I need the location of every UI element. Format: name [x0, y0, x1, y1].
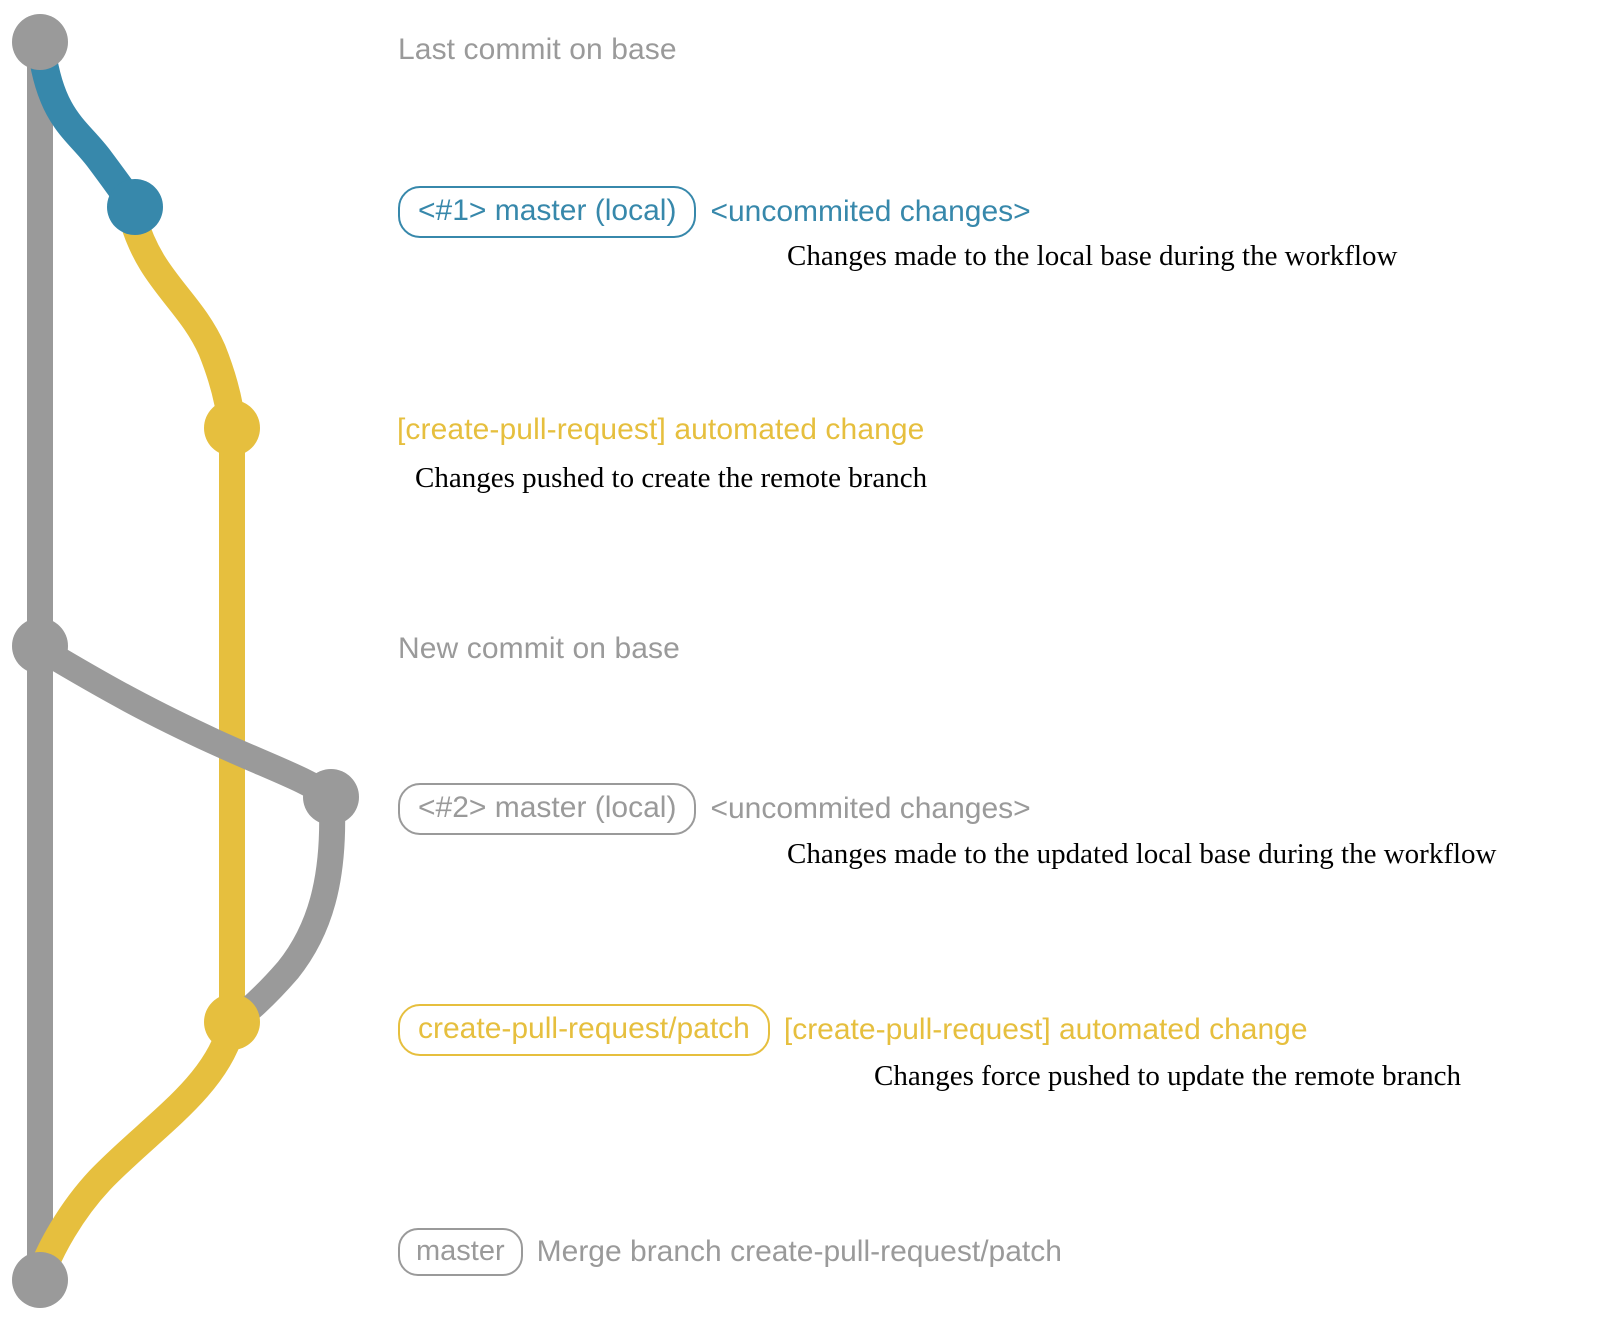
entry-new-commit-on-base: New commit on base — [398, 632, 680, 666]
branch-badge-master-local-1[interactable]: <#1> master (local) — [398, 186, 697, 238]
commit-message-uncommited-changes-1: <uncommited changes> — [710, 194, 1031, 228]
commit-node-automated-change-1[interactable] — [204, 400, 260, 456]
commit-node-master-local-1[interactable] — [107, 179, 163, 235]
commit-node-patch-branch[interactable] — [204, 994, 260, 1050]
entry-headline: New commit on base — [398, 632, 680, 665]
commit-node-master-local-2[interactable] — [303, 769, 359, 825]
entry-description-master-local-2: Changes made to the updated local base d… — [787, 838, 1497, 870]
local-to-remote-line — [221, 795, 346, 1035]
commit-node-last-commit-on-base[interactable] — [12, 14, 68, 70]
branch-badge-master[interactable]: master — [398, 1228, 523, 1277]
entry-description-patch-branch: Changes force pushed to update the remot… — [874, 1060, 1462, 1092]
branch-badge-create-pull-request-patch[interactable]: create-pull-request/patch — [398, 1004, 770, 1056]
entry-description-automated-change-1: Changes pushed to create the remote bran… — [415, 462, 928, 494]
entry-merge-commit: master Merge branch create-pull-request/… — [398, 1228, 1062, 1277]
entry-master-local-1: <#1> master (local) <uncommited changes> — [398, 186, 1031, 238]
entry-last-commit-on-base: Last commit on base — [398, 33, 677, 67]
commit-message-uncommited-changes-2: <uncommited changes> — [710, 791, 1031, 825]
commit-message-merge-branch: Merge branch create-pull-request/patch — [536, 1235, 1062, 1269]
entry-description-master-local-1: Changes made to the local base during th… — [787, 240, 1398, 272]
entry-master-local-2: <#2> master (local) <uncommited changes> — [398, 783, 1031, 835]
entry-headline: [create-pull-request] automated change — [397, 413, 925, 446]
entry-headline: Last commit on base — [398, 33, 677, 66]
entry-automated-change-1: [create-pull-request] automated change — [397, 413, 924, 447]
commit-node-new-commit-on-base[interactable] — [12, 618, 68, 674]
entry-patch-branch: create-pull-request/patch [create-pull-r… — [398, 1004, 1308, 1056]
commit-message-automated-change-2: [create-pull-request] automated change — [783, 1012, 1308, 1046]
commit-node-merge[interactable] — [12, 1252, 68, 1308]
local-branch-line-2 — [33, 639, 343, 810]
remote-branch-line-1 — [119, 204, 246, 442]
branch-badge-master-local-2[interactable]: <#2> master (local) — [398, 783, 697, 835]
remote-merge-line — [28, 1018, 244, 1286]
